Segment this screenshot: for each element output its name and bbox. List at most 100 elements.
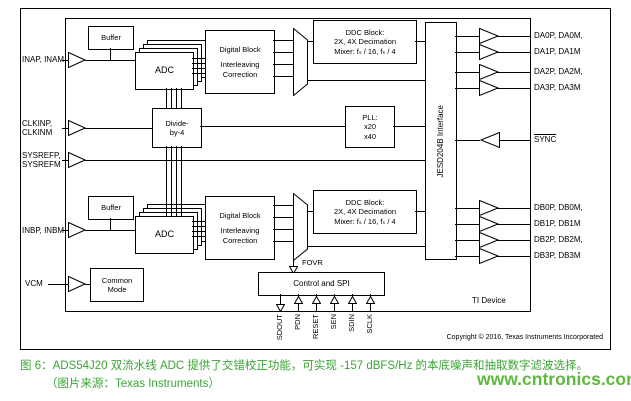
pin-label-ina: INAP, INAM [22, 55, 65, 64]
watermark-text: www.cntronics.com [477, 369, 631, 389]
block-label: by-4 [169, 128, 185, 137]
bypass-line [307, 246, 425, 247]
lane-line [455, 224, 479, 225]
block-label: Interleaving [220, 60, 260, 70]
pin-arrow-up-icon [312, 296, 321, 304]
block-label: Mode [107, 285, 127, 294]
signal-line [62, 230, 68, 231]
pin-arrow-up-icon [348, 296, 357, 304]
bypass-line [307, 80, 425, 81]
signal-line [307, 211, 314, 212]
lane-line [497, 256, 531, 257]
output-arrow-icon [479, 64, 499, 80]
lane-line [497, 240, 531, 241]
signal-line [307, 41, 314, 42]
lane-line [455, 52, 479, 53]
pin-arrow-down-icon [276, 304, 285, 312]
output-arrow-icon [479, 232, 499, 248]
block-label: Buffer [101, 203, 121, 213]
block-label: x20 [363, 122, 377, 132]
pin-label-sync: SYNC [534, 135, 557, 144]
block-label: 2X, 4X Decimation [333, 37, 397, 47]
clock-bus-line [166, 88, 167, 108]
figure-caption-line1: 图 6：ADS54J20 双流水线 ADC 提供了交错校正功能，可实现 -157… [20, 360, 589, 372]
signal-line [110, 48, 111, 60]
block-label: 2X, 4X Decimation [333, 207, 397, 217]
bus-line [192, 236, 205, 237]
output-arrow-icon [479, 44, 499, 60]
pin-arrow-up-icon [294, 296, 303, 304]
block-digital-top: Digital Block Interleaving Correction [205, 30, 275, 94]
pin-label-db2: DB2P, DB2M, [534, 235, 583, 244]
clock-bus-line [176, 88, 177, 108]
pin-label-db3: DB3P, DB3M [534, 251, 581, 260]
pin-label-vcm: VCM [25, 279, 43, 288]
output-arrow-icon [479, 200, 499, 216]
lane-line [497, 224, 531, 225]
signal-line [85, 284, 90, 285]
block-label: DDC Block: [345, 197, 385, 207]
clock-line [393, 126, 425, 127]
sync-line [499, 140, 531, 141]
block-label: Mixer: fₛ / 16, fₛ / 4 [334, 46, 396, 56]
fovr-label: FOVR [302, 258, 323, 267]
block-label: Correction [222, 69, 258, 79]
input-arrow-icon [68, 152, 86, 168]
signal-line [415, 211, 425, 212]
signal-line [415, 41, 425, 42]
lane-line [497, 208, 531, 209]
lane-line [497, 52, 531, 53]
pin-label-da1: DA1P, DA1M [534, 47, 581, 56]
lane-line [455, 72, 479, 73]
block-pll: PLL: x20 x40 [345, 106, 395, 148]
pin-label-sdin: SDIN [347, 314, 356, 332]
block-label: JESD204B Interface [436, 104, 445, 178]
pin-label-sclk: SCLK [365, 314, 374, 334]
clock-line [200, 126, 345, 127]
block-adc-top: ADC [135, 52, 194, 90]
fovr-arrow-icon [289, 266, 298, 274]
block-label: Control and SPI [293, 279, 350, 288]
clock-bus-line [181, 88, 182, 108]
block-ddc-bottom: DDC Block: 2X, 4X Decimation Mixer: fₛ /… [313, 190, 417, 234]
pin-label-da3: DA3P, DA3M [534, 83, 581, 92]
bus-line [192, 73, 205, 74]
signal-line [62, 128, 68, 129]
pin-label-clkinp: CLKINP, [22, 119, 53, 128]
sync-arrow-icon [480, 132, 500, 148]
pin-label-db0: DB0P, DB0M, [534, 203, 583, 212]
pin-label-sdout: SDOUT [275, 314, 284, 341]
block-label: Common [101, 275, 133, 285]
block-buffer-top: Buffer [88, 26, 134, 50]
pin-label-pdn: PDN [293, 314, 302, 330]
clock-bus-line [166, 146, 167, 216]
pin-label-db1: DB1P, DB1M [534, 219, 581, 228]
bus-line [192, 58, 205, 59]
spi-pin-line [280, 294, 281, 312]
lane-line [497, 72, 531, 73]
lane-line [497, 36, 531, 37]
bus-line [192, 221, 205, 222]
block-label: Interleaving [220, 226, 260, 236]
pin-label-reset: RESET [311, 314, 320, 340]
bus-line [192, 231, 205, 232]
input-arrow-icon [68, 222, 86, 238]
pin-label-da0: DA0P, DA0M, [534, 31, 583, 40]
block-label: DDC Block: [345, 27, 385, 37]
bus-line [273, 76, 294, 77]
block-control-spi: Control and SPI [258, 272, 385, 296]
output-arrow-icon [479, 216, 499, 232]
copyright-text: Copyright © 2016, Texas Instruments Inco… [446, 334, 603, 341]
lane-line [455, 240, 479, 241]
bus-line [192, 68, 205, 69]
block-label: Mixer: fₛ / 16, fₛ / 4 [334, 216, 396, 226]
block-digital-bottom: Digital Block Interleaving Correction [205, 196, 275, 260]
signal-line [85, 60, 135, 61]
bus-line [273, 229, 294, 230]
mux-shape-top [293, 28, 308, 96]
pin-arrow-up-icon [366, 296, 375, 304]
block-label: ADC [154, 229, 174, 240]
pin-arrow-up-icon [330, 296, 339, 304]
block-divide-by-4: Divide- by-4 [152, 108, 202, 148]
